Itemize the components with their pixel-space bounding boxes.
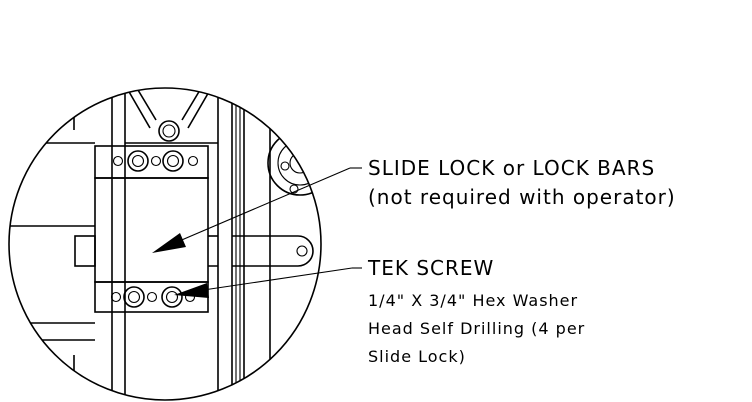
tek-screw-label: TEK SCREW [367, 256, 494, 280]
right-tab [232, 235, 314, 267]
slide-lock-label: SLIDE LOCK or LOCK BARS [368, 156, 655, 180]
assembly-view [9, 88, 321, 400]
tek-screw-spec-2: Head Self Drilling (4 per [368, 319, 585, 338]
tek-screw-spec-3: Slide Lock) [368, 347, 466, 366]
tek-screw-bottom-right [161, 286, 183, 308]
top-bolt [158, 120, 180, 142]
slide-lock-note: (not required with operator) [368, 185, 676, 209]
tek-screw-bottom-left [123, 286, 145, 308]
tek-screw-leader [174, 267, 362, 298]
detail-circle [8, 87, 322, 401]
tek-screw-top-left [127, 150, 149, 172]
top-lock-bar [94, 145, 209, 179]
tek-screw-spec-1: 1/4" X 3/4" Hex Washer [368, 291, 578, 310]
tek-screw-top-right [162, 150, 184, 172]
slide-lock-leader [152, 167, 362, 253]
tek-screw-arrowhead [174, 283, 209, 298]
slide-lock-arrowhead [152, 233, 186, 253]
left-tab [74, 235, 96, 267]
